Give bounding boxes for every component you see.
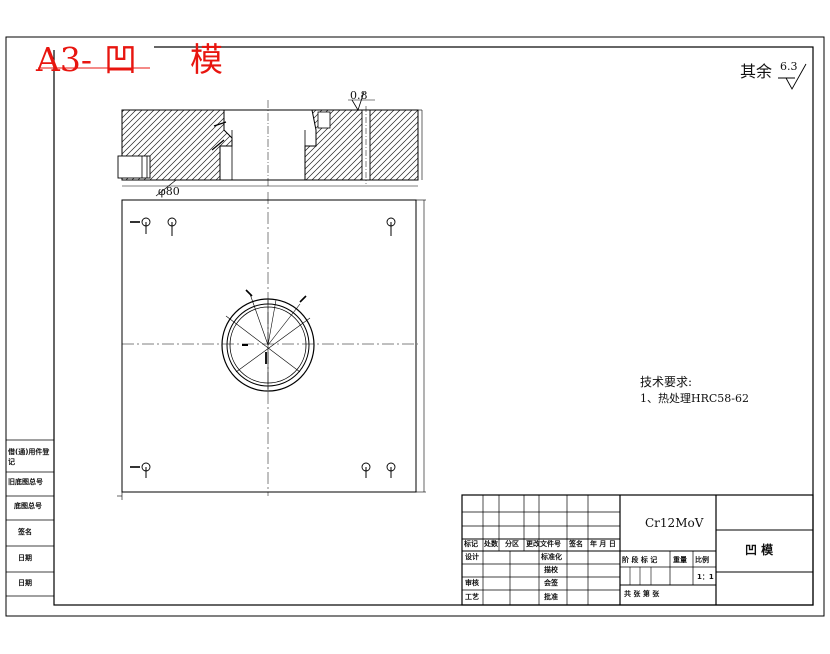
row-trace: 描校	[544, 566, 558, 574]
side-label-drawing: 底图总号	[14, 502, 42, 510]
sheet-size-label: A3-	[36, 40, 92, 79]
side-label-date-1: 日期	[18, 554, 32, 562]
title-block	[461, 494, 814, 606]
rev-header-date: 年 月 日	[590, 540, 616, 548]
part-name: 凹 模	[745, 543, 774, 557]
row-standardization: 标准化	[541, 553, 562, 561]
section-roughness-value: 0.8	[350, 89, 368, 102]
rev-header-sign: 签名	[569, 540, 583, 548]
material-label: Cr12MoV	[645, 516, 704, 530]
side-label-signature: 签名	[18, 528, 32, 536]
side-block	[6, 439, 54, 597]
plan-view	[117, 192, 426, 500]
row-review: 审核	[465, 579, 479, 587]
sheet-title-char-2: 模	[190, 40, 223, 79]
rev-header-count: 处数	[484, 540, 498, 548]
sheet-title-char-1: 凹	[104, 40, 137, 79]
tech-requirements-heading: 技术要求:	[640, 375, 693, 389]
row-process: 工艺	[465, 593, 479, 601]
row-design: 设计	[465, 553, 479, 561]
corner-holes	[130, 217, 396, 478]
scale-header: 比例	[695, 556, 709, 564]
tech-requirement-item: 1、热处理HRC58-62	[640, 392, 750, 405]
row-approve: 批准	[544, 593, 558, 601]
scale-value: 1：1	[697, 573, 714, 581]
sheet-count: 共 张 第 张	[624, 590, 660, 598]
roughness-value: 6.3	[780, 60, 798, 73]
section-view	[117, 91, 423, 197]
side-label-borrowed: 借(通)用件登记	[8, 448, 50, 466]
roughness-symbol	[778, 63, 807, 90]
row-countersign: 会签	[544, 579, 558, 587]
diameter-label: φ80	[158, 185, 180, 198]
rev-header-doc: 更改文件号	[526, 540, 561, 548]
weight-header: 重量	[673, 556, 687, 564]
side-label-old-drawing: 旧底图总号	[8, 478, 43, 486]
outer-border	[5, 36, 825, 617]
stage-mark-header: 阶 段 标 记	[622, 556, 658, 564]
rev-header-zone: 分区	[505, 540, 519, 548]
roughness-prefix: 其余	[740, 62, 773, 81]
inner-border	[53, 46, 814, 606]
rev-header-mark: 标记	[464, 540, 478, 548]
side-label-date-2: 日期	[18, 579, 32, 587]
